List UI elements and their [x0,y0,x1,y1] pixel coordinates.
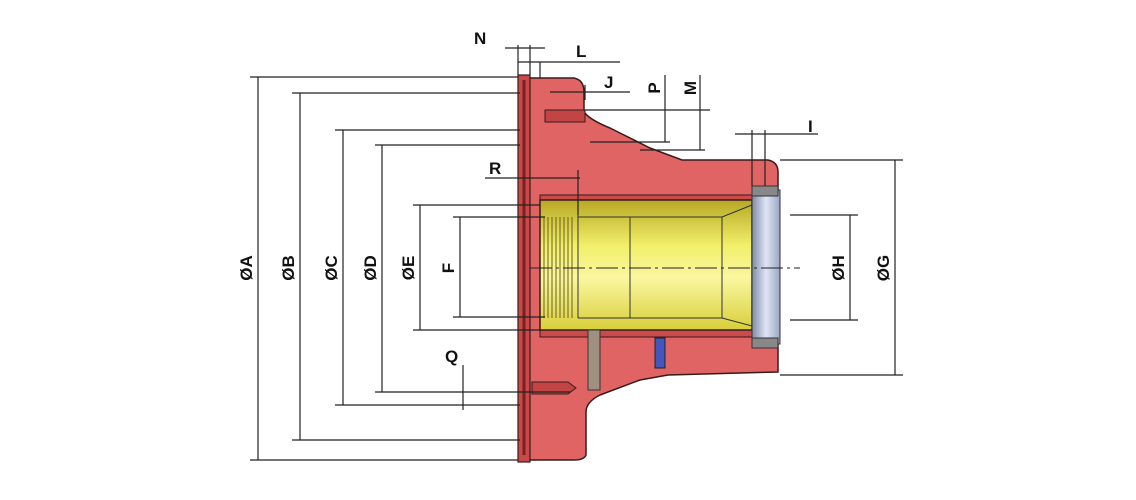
label-d: ØD [361,255,380,281]
dimension-lines [250,45,903,461]
end-cap [751,189,781,345]
label-p: P [645,82,664,93]
label-i: I [808,117,813,136]
label-f: F [439,263,458,273]
label-r: R [489,159,501,178]
pin [587,329,601,391]
label-j: J [604,73,613,92]
label-g: ØG [874,255,893,281]
label-q: Q [445,347,458,366]
label-a: ØA [237,255,256,281]
label-l: L [576,42,586,61]
grease-fitting [654,337,666,369]
label-b: ØB [279,255,298,281]
label-n: N [474,29,486,48]
label-m: M [681,81,700,95]
label-h: ØH [829,255,848,281]
bolt-hole-top [544,109,586,123]
label-c: ØC [322,255,341,281]
label-e: ØE [399,256,418,281]
